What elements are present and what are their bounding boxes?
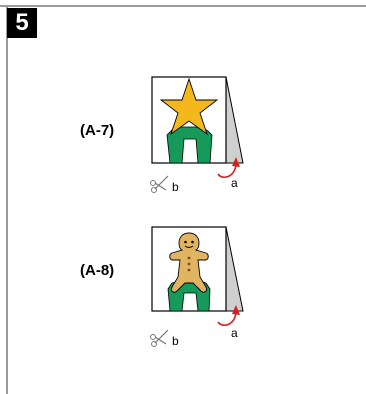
top-rule <box>0 5 366 7</box>
figure-label-a8: (A-8) <box>80 262 115 279</box>
figure-label-a7: (A-7) <box>80 122 115 139</box>
fold-arrow-icon <box>217 164 237 179</box>
fold-flap <box>225 76 244 164</box>
scissors-icon <box>150 329 169 347</box>
fold-flap <box>225 226 244 312</box>
cut-mark-a7: b <box>172 180 179 194</box>
scissors-icon <box>150 175 169 193</box>
fold-mark-a7: a <box>231 176 238 190</box>
fold-arrow-icon <box>217 312 237 327</box>
cut-mark-a8: b <box>172 334 179 348</box>
figure-a7 <box>151 76 244 179</box>
star-icon <box>159 77 219 136</box>
figure-a8 <box>151 226 244 327</box>
step-number-badge: 5 <box>7 8 37 38</box>
left-rule <box>6 6 8 394</box>
gingerbread-man-icon <box>169 232 209 293</box>
fold-mark-a8: a <box>231 326 238 340</box>
